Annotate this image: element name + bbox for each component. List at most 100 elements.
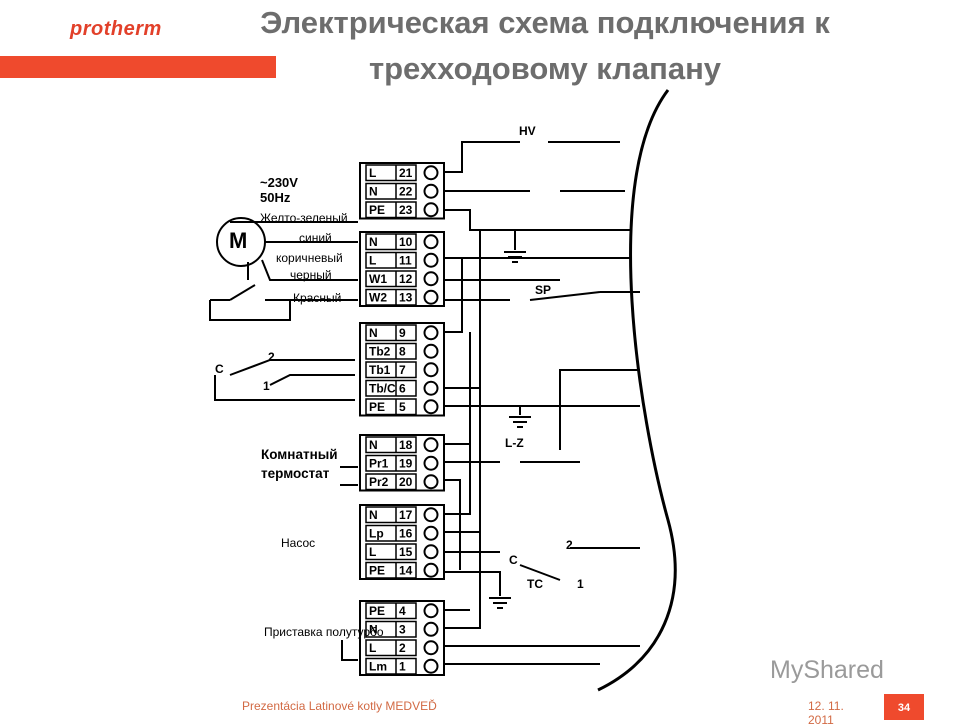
terminal-number: 10 <box>399 235 413 249</box>
terminal-cell <box>365 506 417 524</box>
terminal-cell <box>365 524 417 542</box>
terminal-label: Pr2 <box>369 475 389 489</box>
terminal-cell <box>365 379 417 397</box>
terminal-label: PE <box>369 400 385 414</box>
terminal-number: 4 <box>399 604 406 618</box>
terminal-label: N <box>369 438 378 452</box>
terminal-cell <box>365 361 417 379</box>
terminal-number: 3 <box>399 623 406 637</box>
terminal-screw <box>423 621 439 637</box>
terminal-screw <box>423 380 439 396</box>
tc-label: TC <box>527 577 543 591</box>
terminal-screw <box>423 165 439 181</box>
terminal-label: Tb/C <box>369 382 396 396</box>
hv-label: HV <box>519 124 536 138</box>
terminal-cell <box>365 233 417 251</box>
pump-label: Насос <box>281 536 316 550</box>
terminal-label: N <box>369 326 378 340</box>
header-accent-bar <box>0 56 276 78</box>
footer-date: 12. 11. 2011 <box>808 699 844 727</box>
terminal-number: 1 <box>399 660 406 674</box>
myshared-watermark: MyShared <box>770 656 884 684</box>
terminal-cell <box>365 657 417 675</box>
wiring-lines <box>209 89 677 692</box>
supply-voltage: ~230V <box>260 175 298 190</box>
terminal-cell <box>365 473 417 491</box>
terminal-screw <box>423 234 439 250</box>
terminal-label: W1 <box>369 272 387 286</box>
terminal-label: L <box>369 641 376 655</box>
terminal-screw <box>423 474 439 490</box>
terminal-cell <box>365 436 417 454</box>
terminal-cell <box>365 398 417 416</box>
terminal-screw <box>423 640 439 656</box>
terminal-number: 11 <box>399 254 412 268</box>
tc-pos-1: 1 <box>577 577 584 591</box>
terminal-cell <box>365 164 417 182</box>
terminal-label: N <box>369 185 378 199</box>
terminal-label: PE <box>369 203 385 217</box>
terminal-screw <box>423 289 439 305</box>
slide-title: Электрическая схема подключения к треххо… <box>260 5 830 86</box>
terminal-label: L <box>369 254 376 268</box>
terminal-screw <box>423 202 439 218</box>
terminal-number: 21 <box>399 166 413 180</box>
terminal-screw <box>423 437 439 453</box>
terminal-screw <box>423 544 439 560</box>
page-number: 34 <box>884 694 924 720</box>
terminal-screw <box>423 271 439 287</box>
terminal-number: 20 <box>399 475 413 489</box>
terminal-cell <box>365 602 417 620</box>
terminal-number: 7 <box>399 363 406 377</box>
switch-pos-2: 2 <box>268 350 275 364</box>
terminal-screw <box>423 343 439 359</box>
terminal-screw <box>423 603 439 619</box>
supply-label: ~230V 50Hz <box>260 175 298 205</box>
terminal-number: 18 <box>399 438 413 452</box>
room-thermostat-label: Комнатный термостат <box>261 447 338 481</box>
terminal-screw <box>423 562 439 578</box>
terminal-label: N <box>369 235 378 249</box>
terminal-screw <box>423 507 439 523</box>
motor-symbol: M <box>229 228 248 253</box>
terminal-number: 22 <box>399 185 413 199</box>
wire-label-black: черный <box>290 268 332 282</box>
terminal-number: 12 <box>399 272 413 286</box>
terminal-label: PE <box>369 564 385 578</box>
terminal-cell <box>365 543 417 561</box>
lz-label: L-Z <box>505 436 524 450</box>
terminal-number: 19 <box>399 457 413 471</box>
footer-text: Prezentácia Latinové kotly MEDVEĎ <box>242 699 437 713</box>
terminal-label: Lm <box>369 660 387 674</box>
terminal-number: 23 <box>399 203 413 217</box>
supply-frequency: 50Hz <box>260 190 291 205</box>
terminal-number: 15 <box>399 545 413 559</box>
terminal-number: 14 <box>399 564 413 578</box>
terminal-number: 8 <box>399 345 406 359</box>
terminal-number: 5 <box>399 400 406 414</box>
wire-label-yellow-green: Желто-зеленый <box>260 211 348 225</box>
terminal-label: Pr1 <box>369 457 389 471</box>
terminal-screw <box>423 252 439 268</box>
terminal-label: PE <box>369 604 385 618</box>
terminal-cell <box>365 182 417 200</box>
wire-label-blue: синий <box>299 231 332 245</box>
terminal-cell <box>365 342 417 360</box>
terminal-label: Tb2 <box>369 345 391 359</box>
terminal-label: Lp <box>369 527 384 541</box>
switch-pos-1: 1 <box>263 379 270 393</box>
wire-label-brown: коричневый <box>276 251 343 265</box>
terminal-cell <box>365 620 417 638</box>
protherm-logo: protherm <box>70 18 162 40</box>
terminal-label: N <box>369 508 378 522</box>
terminal-label: L <box>369 166 376 180</box>
terminal-screw <box>423 362 439 378</box>
terminal-screw <box>423 658 439 674</box>
terminal-number: 17 <box>399 508 413 522</box>
terminal-label: W2 <box>369 291 387 305</box>
terminal-cell <box>365 454 417 472</box>
terminal-label: L <box>369 545 376 559</box>
terminal-cell <box>365 288 417 306</box>
